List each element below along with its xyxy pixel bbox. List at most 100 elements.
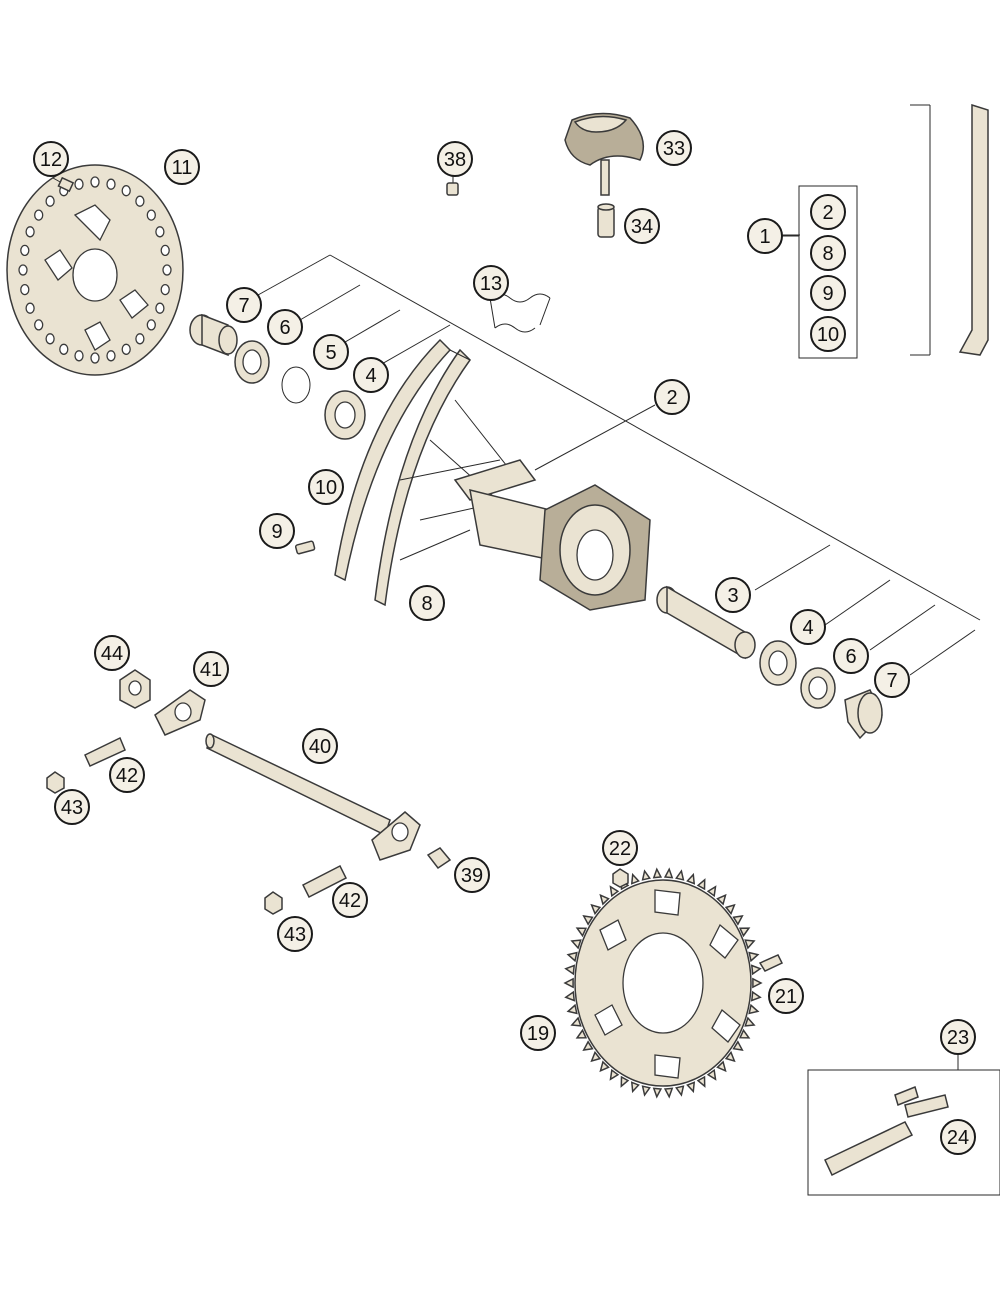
callout-9: 9 (810, 275, 846, 311)
callout-13: 13 (473, 265, 509, 301)
callout-circle (33, 141, 69, 177)
rim-strip (489, 293, 551, 333)
callout-1: 1 (747, 218, 783, 254)
sprocket-screw (758, 954, 784, 972)
callout-number: 43 (284, 924, 306, 946)
callout-8: 8 (810, 235, 846, 271)
callout-circle (164, 149, 200, 185)
callout-number: 42 (339, 890, 361, 912)
callout-circle (109, 757, 145, 793)
callout-circle (624, 208, 660, 244)
callout-4: 4 (790, 609, 826, 645)
sprocket-tooth (652, 1087, 663, 1099)
callout-number: 10 (315, 477, 337, 499)
disc-hole (155, 302, 165, 314)
callout-number: 9 (271, 521, 282, 543)
sprocket-tooth (609, 1068, 620, 1081)
callout-circle (810, 235, 846, 271)
callout-6: 6 (267, 309, 303, 345)
disc-hole (146, 319, 156, 331)
callout-43: 43 (54, 789, 90, 825)
callout-number: 42 (116, 765, 138, 787)
spacer-right (844, 689, 883, 740)
callout-number: 10 (817, 324, 839, 346)
callout-circle (747, 218, 783, 254)
sprocket-tooth (752, 977, 763, 989)
callout-number: 21 (775, 986, 797, 1008)
chain-adjuster-right (371, 811, 421, 861)
callout-circle (654, 379, 690, 415)
callout-circle (768, 978, 804, 1014)
sprocket-tooth (748, 951, 760, 963)
spacer-left (189, 313, 238, 357)
tube-valve (564, 112, 645, 196)
callout-circle (473, 265, 509, 301)
callout-40: 40 (302, 728, 338, 764)
callout-number: 34 (631, 216, 653, 238)
disc-hole (135, 195, 145, 207)
spoke-nipple (294, 540, 316, 555)
sprocket-tooth (570, 1016, 582, 1027)
disc-hole (20, 283, 30, 296)
lock-nut (264, 891, 283, 915)
sprocket-tooth (575, 1028, 588, 1039)
disc-hole (34, 209, 44, 221)
sprocket-tooth (563, 977, 574, 989)
bearing-left (324, 390, 366, 440)
callout-number: 6 (279, 317, 290, 339)
disc-hole (45, 195, 55, 207)
leader-lines (257, 234, 981, 676)
disc-hole (160, 283, 170, 296)
callout-circle (874, 662, 910, 698)
wheel-assembly-sketch (910, 103, 989, 356)
callout-7: 7 (226, 287, 262, 323)
callout-number: 9 (822, 283, 833, 305)
sprocket-tooth (564, 990, 576, 1002)
sprocket-tooth (599, 893, 610, 906)
callout-number: 23 (947, 1027, 969, 1049)
callout-circle (259, 513, 295, 549)
callout-22: 22 (602, 830, 638, 866)
callout-circle (454, 857, 490, 893)
callout-number: 4 (365, 365, 376, 387)
callout-9: 9 (259, 513, 295, 549)
callout-2: 2 (810, 194, 846, 230)
sprocket-tooth (716, 1060, 727, 1073)
sprocket-tooth (748, 1003, 760, 1015)
axle-nut (119, 669, 151, 709)
callout-number: 2 (822, 202, 833, 224)
sprocket-tooth (686, 1081, 696, 1094)
callout-circle (302, 728, 338, 764)
sprocket-tooth (663, 1087, 674, 1099)
disc-hole (25, 302, 35, 314)
callout-6: 6 (833, 638, 869, 674)
disc-hole (90, 176, 100, 188)
callout-circle (193, 651, 229, 687)
callout-circle (940, 1119, 976, 1155)
sprocket-tooth (652, 867, 663, 879)
callout-38: 38 (437, 141, 473, 177)
sprocket-tooth (663, 867, 674, 879)
callout-number: 40 (309, 736, 331, 758)
sprocket-tooth (590, 1050, 602, 1063)
valve-nut (597, 203, 615, 238)
wheel-axle (205, 733, 391, 837)
disc-hole (20, 244, 30, 257)
sprocket-tooth (570, 939, 582, 950)
sprocket-tooth (732, 915, 744, 926)
disc-hole (106, 350, 116, 362)
callout-circle (940, 1019, 976, 1055)
disc-hole (106, 178, 116, 190)
sprocket-tooth (630, 1081, 640, 1094)
callout-23: 23 (940, 1019, 976, 1055)
shaft-seal-left (234, 340, 270, 384)
sprocket-tooth (750, 964, 762, 976)
callout-number: 41 (200, 659, 222, 681)
sprocket-tooth (706, 1068, 717, 1081)
callout-41: 41 (193, 651, 229, 687)
callout-number: 6 (845, 646, 856, 668)
callout-circle (656, 130, 692, 166)
callout-39: 39 (454, 857, 490, 893)
callout-number: 38 (444, 149, 466, 171)
disc-hole (25, 226, 35, 238)
